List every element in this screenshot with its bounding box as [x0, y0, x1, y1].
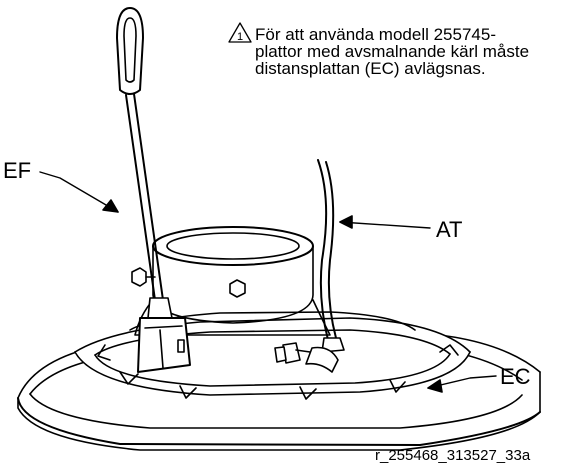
warning-marker-number: 1 [237, 31, 243, 43]
callout-ef: EF [3, 158, 32, 183]
warning-line-3: distansplattan (EC) avlägsnas. [255, 59, 486, 78]
leader-ef [39, 171, 119, 213]
callout-at: AT [436, 217, 463, 242]
leader-at [339, 215, 431, 229]
lifting-rod-ef [116, 7, 191, 373]
warning-triangle-icon [228, 22, 252, 43]
air-tube-at [274, 159, 345, 373]
follower-plate [74, 311, 471, 400]
warning-line-2: plattor med avsmalnande kärl måste [255, 42, 530, 61]
callout-ec: EC [500, 364, 531, 389]
leader-ec [427, 375, 497, 393]
pump-mount-cylinder [131, 226, 331, 336]
warning-line-1: För att använda modell 255745- [255, 25, 496, 44]
warning-note: För att använda modell 255745- plattor m… [255, 26, 565, 77]
figure-caption: r_255468_313527_33a [375, 447, 531, 464]
